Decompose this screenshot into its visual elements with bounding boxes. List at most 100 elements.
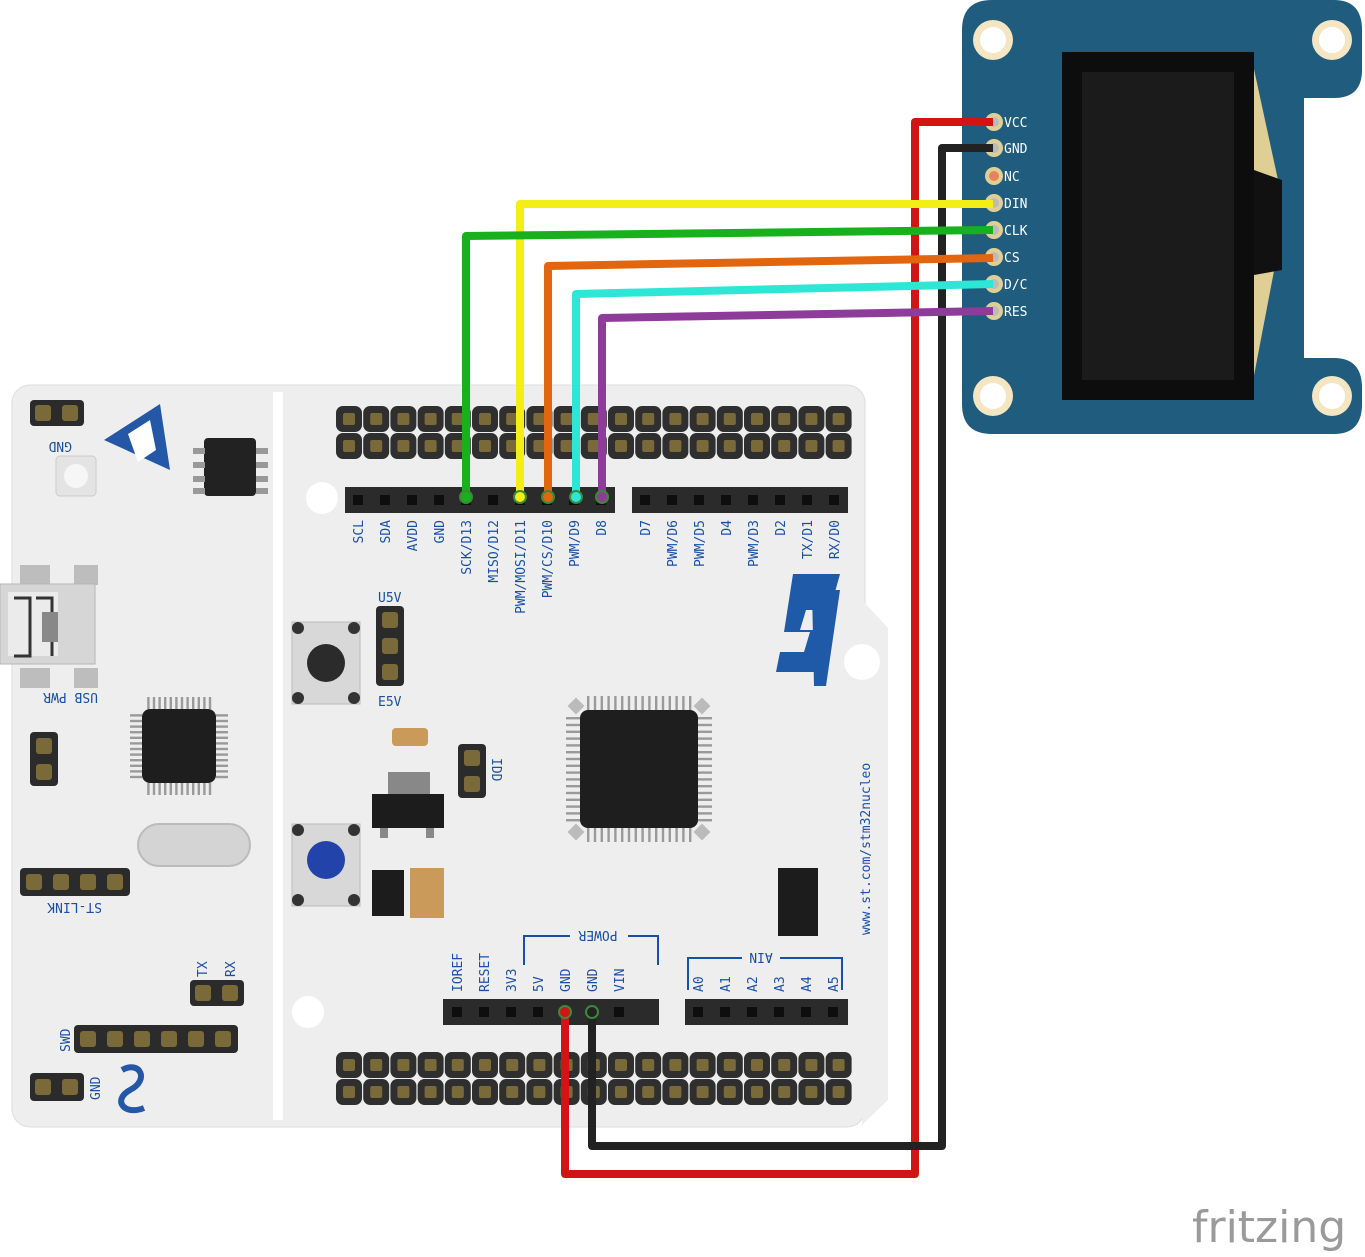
header-pin: [452, 1007, 462, 1017]
usb-pwr-label: USB PWR: [43, 689, 98, 704]
wire-dc[interactable]: [572, 280, 994, 497]
idd-jumper: IDD: [458, 744, 503, 798]
pin-label: PWM/D6: [666, 520, 681, 567]
morpho-header-bottom: [336, 1052, 852, 1105]
pin-label: SCL: [352, 520, 367, 544]
pin-label: A2: [746, 976, 761, 992]
header-pin: [775, 495, 785, 505]
header-pin: [488, 495, 498, 505]
pin-label: GND: [433, 520, 448, 544]
wire-endpoint: [558, 1005, 572, 1019]
pin-label: AVDD: [406, 520, 421, 551]
pin-label: 5V: [532, 976, 547, 992]
wire-vcc[interactable]: [561, 118, 993, 1178]
header-pin: [694, 495, 704, 505]
pin-label: PWM/D3: [747, 520, 762, 567]
wire-endpoint: [459, 490, 473, 504]
capacitor: [392, 728, 428, 746]
header-pin: [747, 1007, 757, 1017]
swd-label: SWD: [59, 1028, 74, 1052]
pin-label: D4: [720, 520, 735, 536]
rx-label: RX: [224, 961, 239, 977]
pin-label: VIN: [613, 969, 628, 992]
wire-gnd[interactable]: [588, 144, 993, 1150]
pin-label: RESET: [478, 953, 493, 992]
header-pin: [829, 495, 839, 505]
pin-label: 3V3: [505, 969, 520, 992]
wire-endpoint: [595, 490, 609, 504]
header-pin: [506, 1007, 516, 1017]
header-pin: [479, 1007, 489, 1017]
nucleo-board: [11, 384, 888, 1128]
diode: [372, 870, 404, 916]
reset-button: [291, 621, 361, 705]
power-bracket: POWER: [523, 927, 659, 965]
wire-endpoint: [585, 1005, 599, 1019]
idd-label: IDD: [488, 758, 503, 782]
wire-clk[interactable]: [462, 226, 994, 497]
ain-label: AIN: [749, 949, 772, 964]
wire-cs[interactable]: [544, 254, 994, 497]
header-pin: [721, 495, 731, 505]
pin-label: SDA: [379, 520, 394, 544]
pin-label: D7: [639, 520, 654, 536]
gnd-top-label: GND: [48, 438, 72, 453]
gnd-bottom-label: GND: [89, 1076, 104, 1100]
oled-module: [962, 0, 1362, 434]
arduino-header-analog: [685, 999, 848, 1025]
pin-label: A5: [827, 976, 842, 992]
power-label: POWER: [578, 927, 617, 942]
wire-res[interactable]: [598, 307, 994, 497]
st-link-label: ST-LINK: [47, 899, 102, 914]
pin-label: A1: [719, 976, 734, 992]
wire-din[interactable]: [516, 200, 993, 497]
st-link-section: GND USB PWR: [0, 400, 268, 1113]
user-button: [291, 823, 361, 907]
header-pin: [407, 495, 417, 505]
oled-pin-label: CS: [1004, 251, 1020, 266]
fritzing-watermark: fritzing: [1192, 1202, 1346, 1253]
header-pin: [693, 1007, 703, 1017]
header-pin: [802, 495, 812, 505]
pin-label: A4: [800, 976, 815, 992]
pin-label: TX/D1: [801, 520, 816, 559]
wire-endpoint: [541, 490, 555, 504]
st-logo: [776, 574, 840, 686]
header-pin: [774, 1007, 784, 1017]
header-pin: [353, 495, 363, 505]
wire-endpoint: [513, 490, 527, 504]
url-label: www.st.com/stm32nucleo: [859, 763, 874, 935]
oled-pin-label: NC: [1004, 170, 1020, 185]
header-pin: [614, 1007, 624, 1017]
voltage-regulator: [372, 772, 444, 838]
oled-pin-label: DIN: [1004, 197, 1027, 212]
oled-pin-label: CLK: [1004, 224, 1028, 239]
header-pin: [801, 1007, 811, 1017]
header-pin: [828, 1007, 838, 1017]
header-pin: [720, 1007, 730, 1017]
header-pin: [434, 495, 444, 505]
oled-pin-label: GND: [1004, 142, 1028, 157]
pin-label: D8: [595, 520, 610, 536]
header-pin: [748, 495, 758, 505]
pin-label: RX/D0: [828, 520, 843, 559]
stlink-mcu: [130, 697, 228, 795]
pin-label: GND: [559, 968, 574, 992]
u5v-label: U5V: [378, 591, 402, 606]
pin-label: PWM/D9: [568, 520, 583, 567]
e5v-label: E5V: [378, 695, 402, 710]
oled-pin-label: RES: [1004, 305, 1027, 320]
pin-label: D2: [774, 520, 789, 536]
header-pin: [380, 495, 390, 505]
smd-component: [778, 868, 818, 936]
pin-label: PWM/MOSI/D11: [514, 520, 529, 614]
usb-connector: [0, 565, 98, 688]
pin-label: A3: [773, 976, 788, 992]
header-pin: [667, 495, 677, 505]
arduino-header-power: [443, 999, 659, 1025]
